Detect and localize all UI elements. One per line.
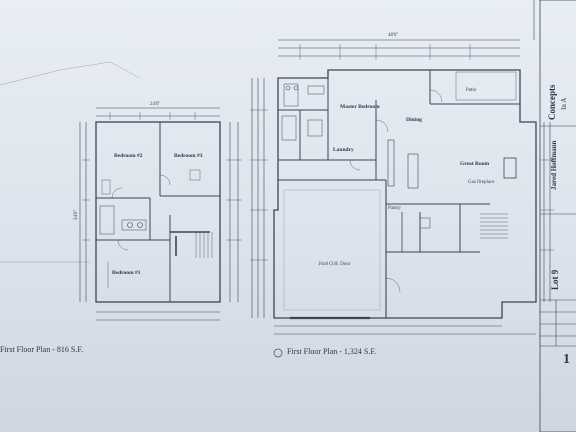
caption-right-plan: First Floor Plan - 1,324 S.F. <box>287 347 377 356</box>
label-gas-fireplace: Gas fireplace <box>468 180 495 185</box>
room-label-bedroom1: Bedroom #1 <box>112 270 141 276</box>
room-label-laundry: Laundry <box>333 147 354 153</box>
lot-label: Lot 9 <box>550 269 560 290</box>
dimension-side-left: 34'0" <box>74 209 79 220</box>
caption-left-plan: First Floor Plan - 816 S.F. <box>0 345 84 354</box>
company-line2: In <box>560 104 568 110</box>
room-label-dining: Dining <box>406 117 422 123</box>
company-line1: Concepts <box>547 84 557 121</box>
label-pantry: Pantry <box>388 206 402 211</box>
label-patio: Patio <box>466 88 477 93</box>
room-label-bedroom3: Bedroom #3 <box>174 153 203 159</box>
client-name: Jared Hoffmann <box>550 140 558 190</box>
sheet-number: 1 <box>563 352 570 367</box>
label-garage-door: 16x8 O.H. Door <box>318 262 351 267</box>
company-line3: A <box>560 97 568 103</box>
dimension-top-right: 48'0" <box>388 33 399 38</box>
dimension-top-left: 24'0" <box>150 102 161 107</box>
room-label-bedroom2: Bedroom #2 <box>114 153 143 159</box>
room-label-great-room: Great Room <box>460 161 490 167</box>
room-label-master-bedroom: Master Bedroom <box>340 104 380 110</box>
